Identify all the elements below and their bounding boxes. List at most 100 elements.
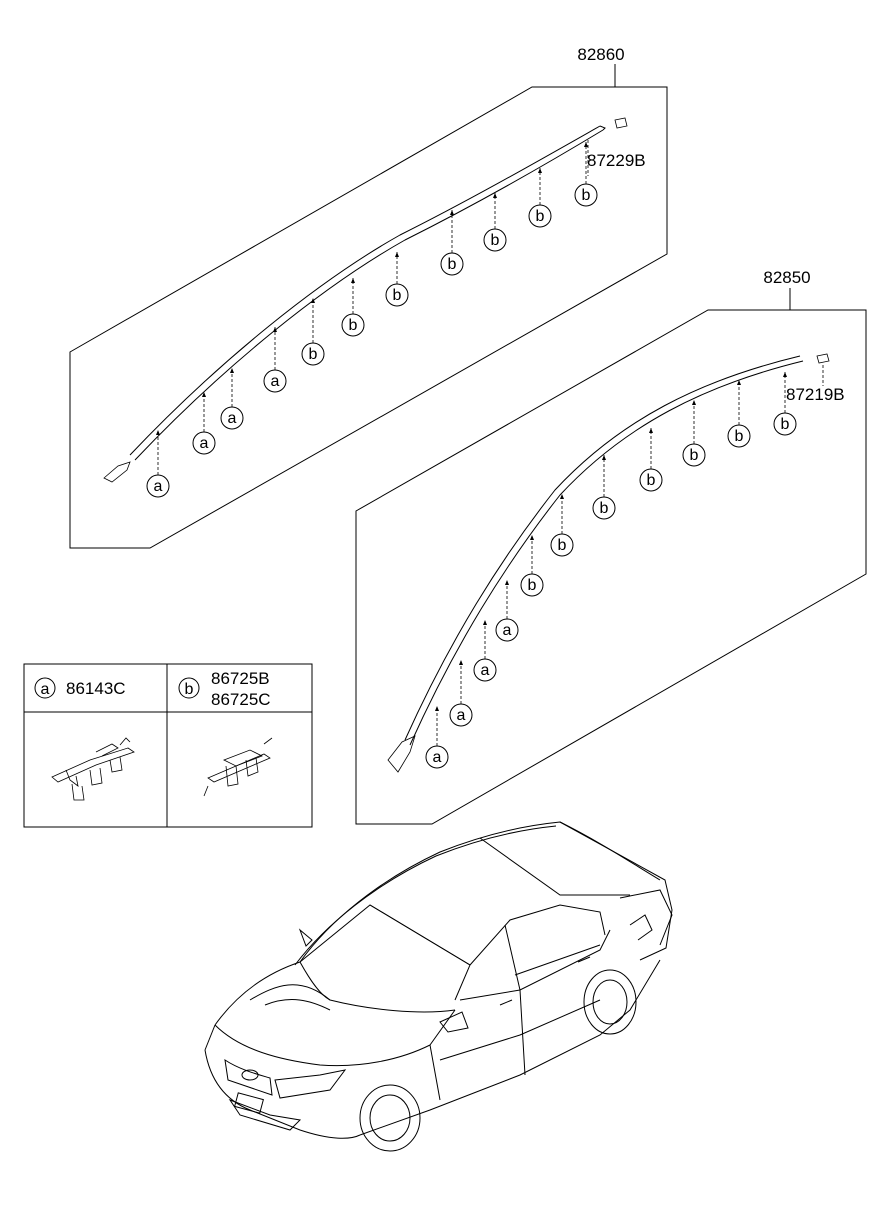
lower-molding-front-end [387,735,416,773]
lower-clip-letter: a [457,707,466,724]
lower-molding-strip [404,355,801,741]
legend-a-code: 86143C [66,679,126,698]
car-illustration [204,821,673,1152]
upper-clip-arrow [230,368,234,373]
upper-clip-circle [385,283,409,307]
legend-b-code-1: 86725B [211,669,270,688]
upper-clip-letter: b [309,346,318,363]
upper-molding-strip [129,125,601,456]
upper-clip-callout: b [440,210,464,276]
lower-clip-arrow [483,620,487,625]
upper-clip-arrow [273,327,277,332]
upper-clip-letter: b [448,256,457,273]
lower-clip-circle [550,533,574,557]
lower-clip-callout: b [727,380,751,448]
upper-clip-circle [301,342,325,366]
lower-clip-callout: b [550,494,574,557]
upper-clip-callout: a [192,392,216,455]
upper-clip-arrow [156,430,160,435]
upper-clip-callout: b [528,168,552,228]
lower-clip-circle [682,443,706,467]
lower-clip-arrow [649,428,653,433]
clip-legend-table: a 86143C b 86725B 86725C [23,663,313,828]
upper-clip-callout: b [483,193,507,252]
upper-clip-letter: b [536,208,545,225]
legend-b-letter: b [185,681,194,698]
upper-clip-letter: a [200,435,209,452]
lower-clip-callout: b [520,535,544,597]
lower-clip-circle [727,424,751,448]
clip-a-illustration [51,737,135,801]
upper-clip-letter: a [271,373,280,390]
upper-clip-callout: b [341,278,365,337]
lower-clip-arrow [505,580,509,585]
upper-clip-circle [440,252,464,276]
lower-clip-circle [425,745,449,769]
lower-clip-arrow [435,706,439,711]
upper-molding-part-number: 82860 [577,45,624,64]
upper-clip-circle [483,228,507,252]
upper-clip-callout: a [146,430,170,498]
lower-clip-letter: b [647,472,656,489]
lower-clip-circle [773,412,797,436]
upper-clip-callout: b [574,142,598,207]
car-roof-line [299,821,661,963]
lower-clip-callout: a [449,660,473,727]
lower-assembly-frame [355,309,867,825]
upper-clip-callout: b [385,252,409,307]
lower-clip-circle [639,468,663,492]
upper-assembly-frame [69,86,668,549]
lower-clip-letter: b [528,577,537,594]
lower-clip-callout: a [495,580,519,642]
upper-clip-arrow [450,210,454,215]
lower-clip-arrow [560,494,564,499]
lower-clip-letter: a [433,749,442,766]
upper-clip-arrow [202,392,206,397]
legend-a-symbol [34,677,56,699]
legend-border [23,663,313,828]
upper-end-cap-part-number: 87229B [587,151,646,170]
upper-clip-arrow [395,252,399,257]
upper-clip-circle [528,204,552,228]
lower-end-cap-icon [816,353,830,364]
upper-clip-arrow [538,168,542,173]
upper-clip-circle [263,369,287,393]
lower-clip-arrow [530,535,534,540]
lower-clip-arrow [459,660,463,665]
upper-clip-circle [192,431,216,455]
car-license-plate [234,1092,264,1114]
lower-clip-letter: b [558,537,567,554]
lower-clip-letter: b [690,447,699,464]
lower-molding-strip-edge [409,360,804,746]
lower-clip-callout: b [592,455,616,520]
lower-clip-circle [592,496,616,520]
lower-clip-letter: b [781,416,790,433]
upper-molding-front-end [103,461,131,483]
lower-clip-circle [495,618,519,642]
upper-clip-arrow [584,142,588,147]
lower-molding-part-number: 82850 [763,268,810,287]
lower-clip-callout: b [639,428,663,492]
lower-clip-letter: b [600,500,609,517]
lower-clip-circle [449,703,473,727]
legend-a-letter: a [41,681,50,698]
lower-clip-arrow [692,400,696,405]
upper-molding-tip [599,125,606,131]
lower-clip-callout: a [473,620,497,682]
upper-clip-circle [341,313,365,337]
lower-clip-callout: b [773,372,797,436]
upper-clip-circle [146,474,170,498]
upper-clip-arrow [311,298,315,303]
upper-end-cap-icon [614,117,628,129]
car-side-mirror [439,1011,469,1033]
clip-b-illustration [203,737,273,797]
upper-clip-callout: a [263,327,287,393]
lower-clip-callout: b [682,400,706,467]
car-front-wheel [359,1084,421,1152]
upper-clip-circle [220,406,244,430]
lower-clip-letter: a [481,662,490,679]
upper-clip-circle [574,183,598,207]
